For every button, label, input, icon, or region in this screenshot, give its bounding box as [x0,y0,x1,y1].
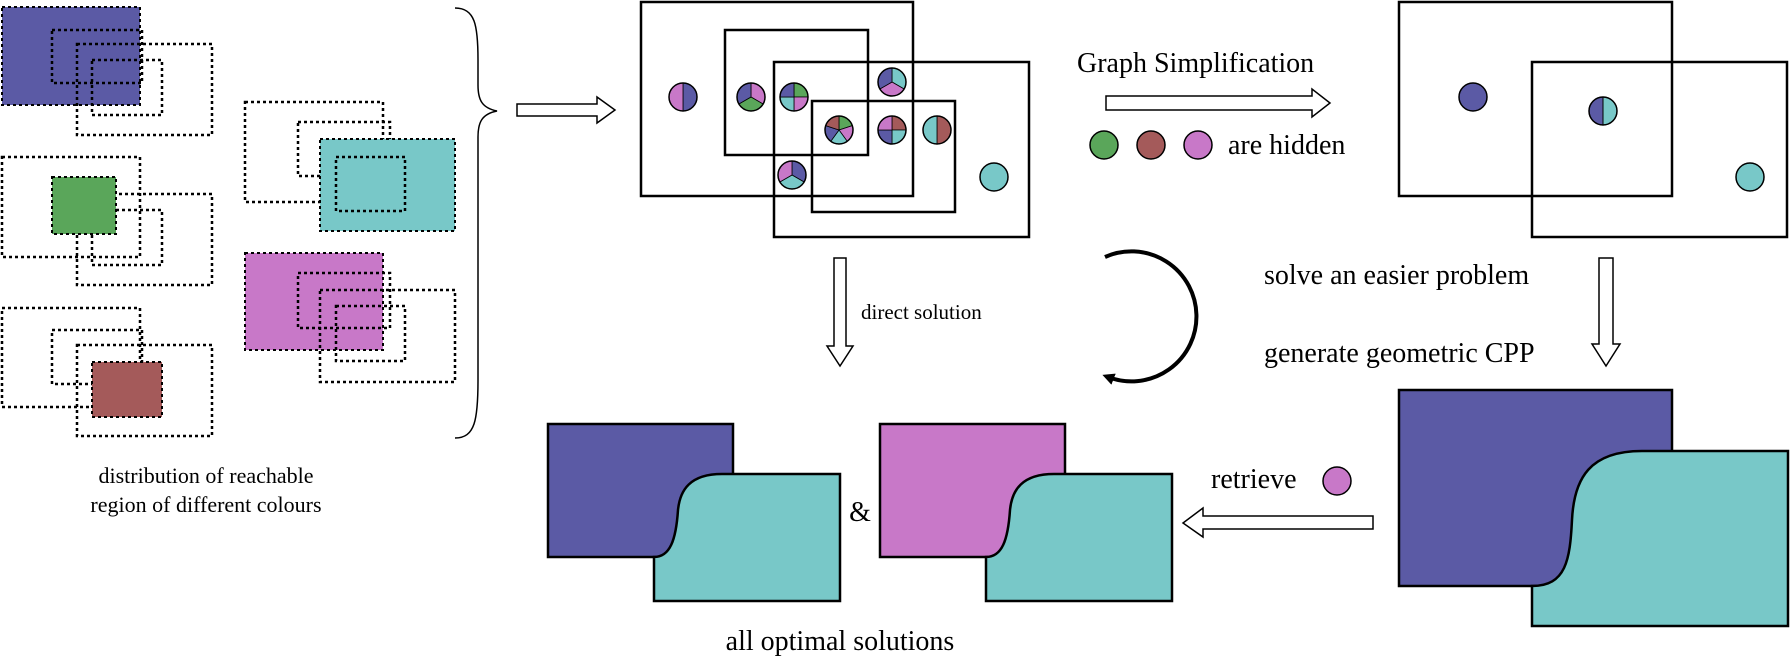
region-box [723,28,870,157]
optimal-solution-2 [878,422,1174,603]
distribution-caption-line2: region of different colours [90,492,321,517]
region-box [772,60,1031,239]
region-box [639,0,915,198]
blue-filled-region [1,6,141,106]
overlap-graph [639,0,1031,239]
dotted-region [0,155,142,259]
teal-polygon [984,472,1174,603]
hollow-arrow-icon [825,257,855,368]
region-box [1530,60,1789,239]
green-filled-region [51,176,117,235]
dotted-region [334,304,407,363]
blue-teal-node [1588,96,1618,126]
graph-nodes [668,67,1009,192]
brown-region-group [0,306,214,438]
region-box [1397,0,1674,198]
teal-node [1735,162,1765,192]
distribution-caption-line1: distribution of reachable [98,463,313,488]
pie-node [777,160,807,190]
pie-node [922,115,952,145]
retrieved-pink-node [1322,466,1352,496]
ampersand-label: & [849,497,871,528]
blue-region-group [1,6,214,137]
generate-cpp-label: generate geometric CPP [1264,338,1535,369]
pie-node [877,115,907,145]
teal-region-group [243,100,456,232]
hidden-green-node [1089,130,1119,160]
hollow-arrow-icon [1590,257,1622,368]
dotted-region [334,155,407,213]
dotted-region [90,208,164,267]
brown-filled-region [91,361,163,418]
teal-polygon [652,472,842,603]
pie-slice [936,115,952,145]
solve-easier-label: solve an easier problem [1264,260,1529,291]
cpp-solution [1397,388,1790,628]
hollow-arrow-icon [1181,506,1374,539]
region-box [810,99,957,214]
are-hidden-label: are hidden [1228,130,1345,161]
direct-solution-label: direct solution [861,300,982,324]
pie-node [824,115,854,145]
dotted-region [0,306,142,409]
dotted-region [50,28,144,85]
pie-node [779,82,809,112]
graph-simplification-label: Graph Simplification [1077,48,1314,79]
retrieve-label: retrieve [1211,464,1297,495]
dotted-region [75,343,214,438]
distribution-panel: distribution of reachable region of diff… [0,6,457,517]
pie-node [979,162,1009,192]
pie-node [668,82,698,112]
simplified-graph [1397,0,1789,239]
circular-arrow-icon [1102,249,1199,385]
all-optimal-solutions-label: all optimal solutions [726,626,955,657]
pie-slice [682,82,698,112]
pie-slice [922,115,938,145]
pie-node [736,82,766,112]
hollow-arrow-icon [1105,87,1332,119]
dotted-region [318,288,457,384]
dotted-region [75,192,214,287]
dotted-region [90,58,164,117]
dotted-region [75,42,214,137]
pink-filled-region [244,252,384,351]
blue-node [1458,82,1488,112]
right-curly-brace-icon [454,7,498,439]
hidden-colors-row: are hidden [1089,130,1345,161]
hidden-brown-node [1136,130,1166,160]
hollow-arrow-icon [516,95,617,125]
dotted-region [296,271,392,330]
teal-filled-region [319,138,456,232]
teal-polygon [1530,449,1790,628]
pie-node [877,67,907,97]
green-region-group [0,155,214,287]
optimal-solution-1 [546,422,842,603]
pink-region-group [244,252,457,384]
pie-slice [668,82,684,112]
hidden-pink-node [1183,130,1213,160]
